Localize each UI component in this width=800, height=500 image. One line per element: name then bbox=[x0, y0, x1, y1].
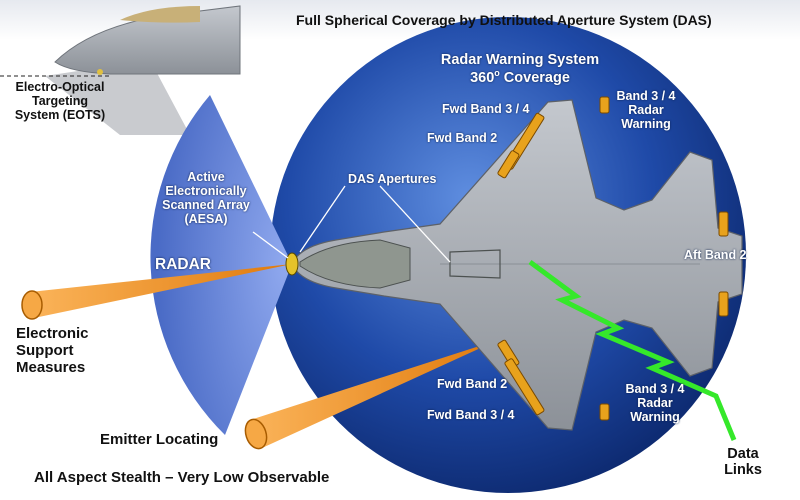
eots-shadow-wedge bbox=[45, 60, 190, 135]
aesa-label: Active Electronically Scanned Array (AES… bbox=[162, 170, 250, 226]
eots-inset bbox=[0, 5, 241, 135]
aircraft-canopy bbox=[299, 239, 411, 289]
aft-band-2-label: Aft Band 2 bbox=[684, 248, 747, 262]
radar-warning-label-lower: Band 3 / 4 Radar Warning bbox=[625, 382, 685, 424]
rws-coverage: 360o Coverage bbox=[470, 68, 570, 87]
das-apertures-label: DAS Apertures bbox=[348, 172, 437, 186]
data-link-bolt bbox=[528, 259, 737, 441]
eots-sensor bbox=[97, 69, 103, 75]
radar-warning-strip-lower bbox=[599, 403, 610, 421]
radar-warning-strip-upper bbox=[599, 96, 610, 114]
esm-label: Electronic Support Measures bbox=[16, 325, 89, 376]
aircraft-intake bbox=[449, 249, 501, 279]
fwd-band-2-label-lower: Fwd Band 2 bbox=[437, 377, 508, 391]
fwd-band-2-label-upper: Fwd Band 2 bbox=[427, 131, 498, 145]
fwd-band-34-strip-lower bbox=[504, 358, 545, 416]
aircraft-planform bbox=[285, 99, 743, 431]
band-strips bbox=[497, 96, 729, 421]
fwd-band-2-strip-upper bbox=[497, 150, 520, 179]
rws-label: Radar Warning System 360o Coverage bbox=[425, 52, 615, 86]
data-links-label: Data Links bbox=[724, 446, 762, 479]
leader-lines bbox=[252, 185, 451, 263]
rws-title: Radar Warning System bbox=[440, 52, 600, 68]
stealth-label: All Aspect Stealth – Very Low Observable bbox=[34, 469, 330, 486]
fwd-band-34-label-lower: Fwd Band 3 / 4 bbox=[427, 408, 515, 422]
emitter-locating-beam bbox=[244, 340, 498, 450]
eots-canopy bbox=[120, 6, 200, 23]
esm-beam bbox=[21, 264, 292, 320]
radar-label: RADAR bbox=[155, 256, 211, 273]
aft-band-2-strip-lower bbox=[718, 291, 729, 317]
emitter-locating-label: Emitter Locating bbox=[100, 431, 219, 448]
eots-label: Electro-Optical Targeting System (EOTS) bbox=[14, 80, 106, 122]
aft-band-2-strip-upper bbox=[718, 211, 729, 237]
diagram-title: Full Spherical Coverage by Distributed A… bbox=[296, 12, 712, 28]
radar-warning-label-upper: Band 3 / 4 Radar Warning bbox=[616, 89, 676, 131]
fwd-band-34-label-upper: Fwd Band 3 / 4 bbox=[442, 102, 530, 116]
aesa-antenna bbox=[285, 252, 299, 276]
aesa-radar-fan bbox=[150, 95, 292, 435]
